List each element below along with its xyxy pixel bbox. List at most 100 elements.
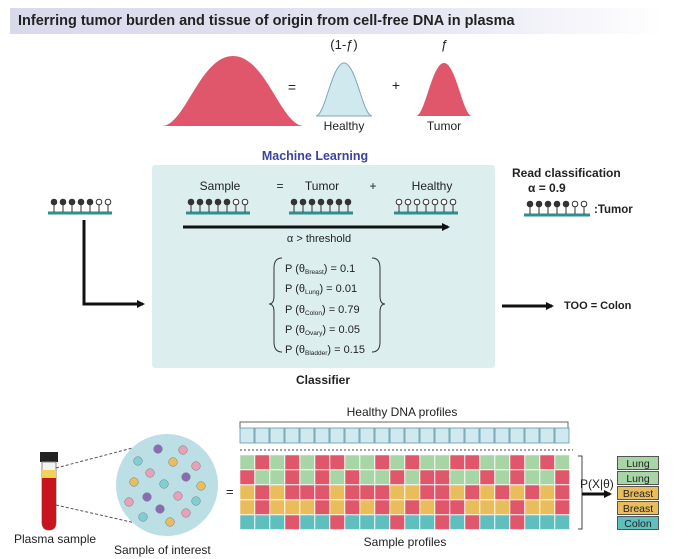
cfdna-fragment xyxy=(155,504,165,514)
sample-profile-cell xyxy=(374,484,390,500)
healthy-profile-cell xyxy=(314,427,330,444)
sample-profile-cell xyxy=(509,469,525,485)
cpg-site xyxy=(241,198,249,206)
healthy-fraction-label: (1-ƒ) xyxy=(330,37,358,52)
healthy-profile-cell xyxy=(359,427,375,444)
sample-profile-cell xyxy=(509,499,525,515)
tumor-read xyxy=(289,198,353,215)
healthy-profile-cell xyxy=(269,427,285,444)
cfdna-fragment xyxy=(153,444,163,454)
sample-profile-cell xyxy=(464,484,480,500)
sample-profile-cell xyxy=(404,514,420,530)
sample-profile-cell xyxy=(479,514,495,530)
healthy-profile-cell xyxy=(404,427,420,444)
healthy-profile-cell xyxy=(284,427,300,444)
alpha-value: α = 0.9 xyxy=(528,181,566,195)
cfdna-fragment xyxy=(191,461,201,471)
sample-profile-cell xyxy=(479,484,495,500)
sample-profile-cell xyxy=(389,469,405,485)
ml-sample-label: Sample xyxy=(199,179,241,193)
sample-profile-cell xyxy=(509,514,525,530)
sample-profile-cell xyxy=(464,454,480,470)
sample-profile-cell xyxy=(389,499,405,515)
read-result: :Tumor xyxy=(594,204,633,216)
sample-profile-cell xyxy=(479,469,495,485)
healthy-profile-cell xyxy=(329,427,345,444)
healthy-profile-cell xyxy=(374,427,390,444)
cpg-site xyxy=(104,198,112,206)
cpg-site xyxy=(317,198,325,206)
right-brace xyxy=(371,257,386,353)
healthy-profile-cell xyxy=(239,427,255,444)
bottom-equals: = xyxy=(226,484,234,499)
sample-of-interest-icon xyxy=(116,434,218,536)
sample-profile-cell xyxy=(524,514,540,530)
sample-profile-cell xyxy=(464,499,480,515)
sample-profile-cell xyxy=(329,514,345,530)
cpg-site xyxy=(214,198,222,206)
mixture-equals: = xyxy=(287,79,297,95)
cpg-site xyxy=(431,198,439,206)
threshold-label: α > threshold xyxy=(286,233,352,245)
sample-profile-cell xyxy=(254,454,270,470)
healthy-profile-cell xyxy=(419,427,435,444)
sample-profile-cell xyxy=(359,514,375,530)
legend-item-colon: Colon xyxy=(617,516,659,530)
healthy-label: Healthy xyxy=(323,119,365,133)
healthy-profile-cell xyxy=(509,427,525,444)
cfdna-fragment xyxy=(191,496,201,506)
cpg-site xyxy=(535,200,543,208)
cfdna-fragment xyxy=(181,508,191,518)
sample-profile-cell xyxy=(314,454,330,470)
sample-profile-cell xyxy=(239,499,255,515)
cpg-site xyxy=(422,198,430,206)
healthy-profile-cell xyxy=(254,427,270,444)
sample-profile-cell xyxy=(269,454,285,470)
sample-profile-cell xyxy=(344,469,360,485)
sample-profile-cell xyxy=(434,469,450,485)
cpg-site xyxy=(232,198,240,206)
cpg-site xyxy=(308,198,316,206)
sample-profile-cell xyxy=(239,484,255,500)
cfdna-fragment xyxy=(181,472,191,482)
sample-profile-cell xyxy=(239,469,255,485)
input-read xyxy=(48,198,112,215)
cpg-site xyxy=(562,200,570,208)
healthy-profile-cell xyxy=(554,427,570,444)
cfdna-fragment xyxy=(145,468,155,478)
cpg-site xyxy=(335,198,343,206)
legend-item-lung: Lung xyxy=(617,456,659,470)
sample-profile-cell xyxy=(374,469,390,485)
sample-profile-cell xyxy=(509,484,525,500)
cpg-site xyxy=(50,198,58,206)
sample-profile-cell xyxy=(464,514,480,530)
prob-colon: P (θColon) = 0.79 xyxy=(285,304,360,317)
sample-profile-cell xyxy=(329,499,345,515)
sample-profile-cell xyxy=(524,484,540,500)
healthy-profile-cell xyxy=(434,427,450,444)
sample-profile-cell xyxy=(464,469,480,485)
sample-profile-cell xyxy=(539,469,555,485)
sample-profile-cell xyxy=(449,514,465,530)
tumor-label: Tumor xyxy=(426,119,462,133)
classifier-arrow xyxy=(82,220,145,308)
sample-profile-cell xyxy=(539,454,555,470)
healthy-profile-cell xyxy=(479,427,495,444)
sample-profile-cell xyxy=(554,469,570,485)
cpg-site xyxy=(187,198,195,206)
sample-profile-cell xyxy=(449,484,465,500)
title-bar xyxy=(10,8,665,34)
cfdna-fragment xyxy=(173,491,183,501)
sample-profile-cell xyxy=(449,454,465,470)
cfdna-fragment xyxy=(133,456,143,466)
cfdna-fragment xyxy=(142,492,152,502)
sample-profile-cell xyxy=(419,499,435,515)
sample-read xyxy=(186,198,250,215)
sample-profile-cell xyxy=(284,499,300,515)
sample-profile-cell xyxy=(449,499,465,515)
sample-profile-cell xyxy=(344,484,360,500)
sample-profile-cell xyxy=(284,514,300,530)
healthy-profile-cell xyxy=(539,427,555,444)
healthy-profile-cell xyxy=(344,427,360,444)
cpg-site xyxy=(290,198,298,206)
